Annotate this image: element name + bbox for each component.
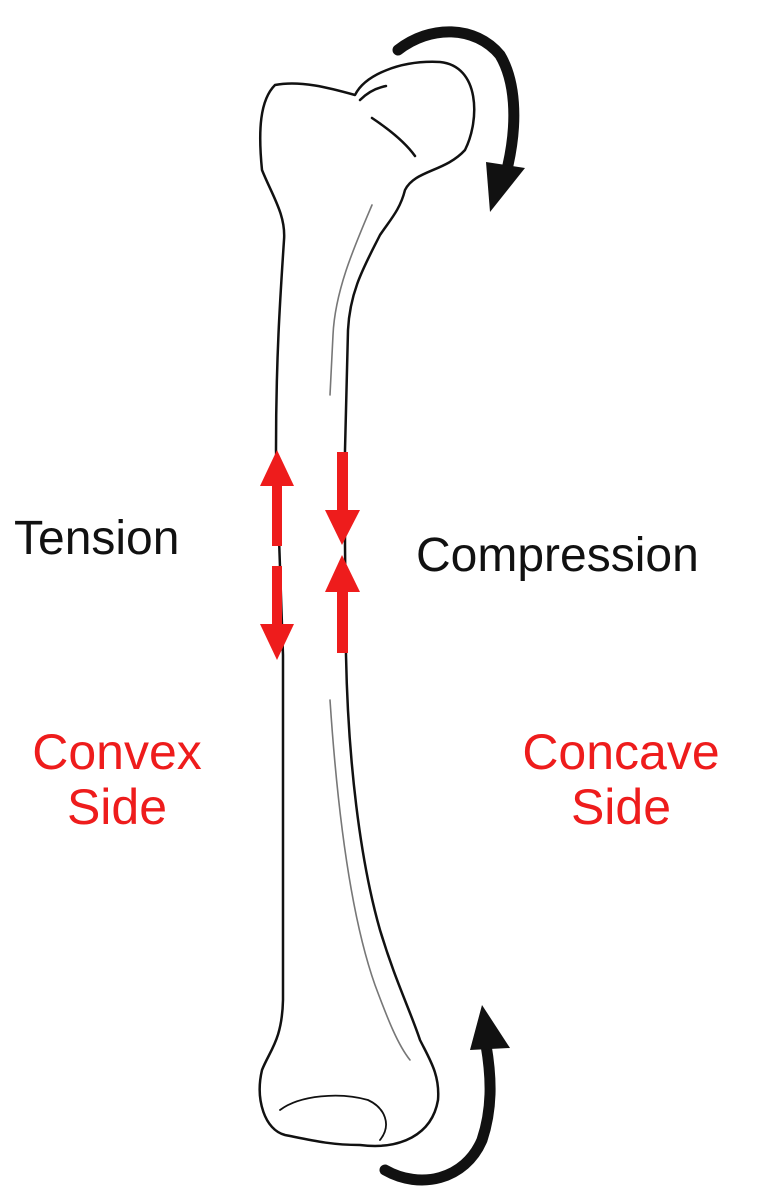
convex-line-2: Side — [66, 779, 168, 835]
top-rotation-arrow-icon — [392, 26, 525, 212]
tension-arrow-down-icon — [260, 566, 294, 660]
compression-label: Compression — [416, 529, 699, 582]
tension-arrow-up-icon — [260, 450, 294, 546]
bottom-rotation-arrow-icon — [379, 1005, 510, 1186]
compression-arrow-up-icon — [325, 555, 360, 653]
compression-arrows — [325, 452, 360, 653]
tension-arrows — [260, 450, 294, 660]
femur-neck-line — [370, 116, 417, 158]
femur-icon — [258, 60, 476, 1148]
top-rotation-arc — [392, 26, 520, 171]
bottom-rotation-arc — [379, 1039, 496, 1186]
compression-arrow-down-icon — [325, 452, 360, 545]
convex-line-1: Convex — [32, 724, 202, 780]
femur-lower-shaft-line — [329, 699, 411, 1061]
femur-shaft-line — [329, 204, 373, 396]
convex-side-label: Convex Side — [22, 725, 212, 835]
concave-side-label: Concave Side — [510, 725, 732, 835]
concave-line-2: Side — [570, 779, 672, 835]
femur-head-inner — [358, 84, 388, 102]
femur-condyle-line — [279, 1094, 387, 1141]
concave-line-1: Concave — [522, 724, 720, 780]
femur-outline — [258, 60, 476, 1148]
top-rotation-head — [486, 162, 525, 212]
bottom-rotation-head — [470, 1005, 510, 1050]
tension-label: Tension — [14, 512, 180, 565]
